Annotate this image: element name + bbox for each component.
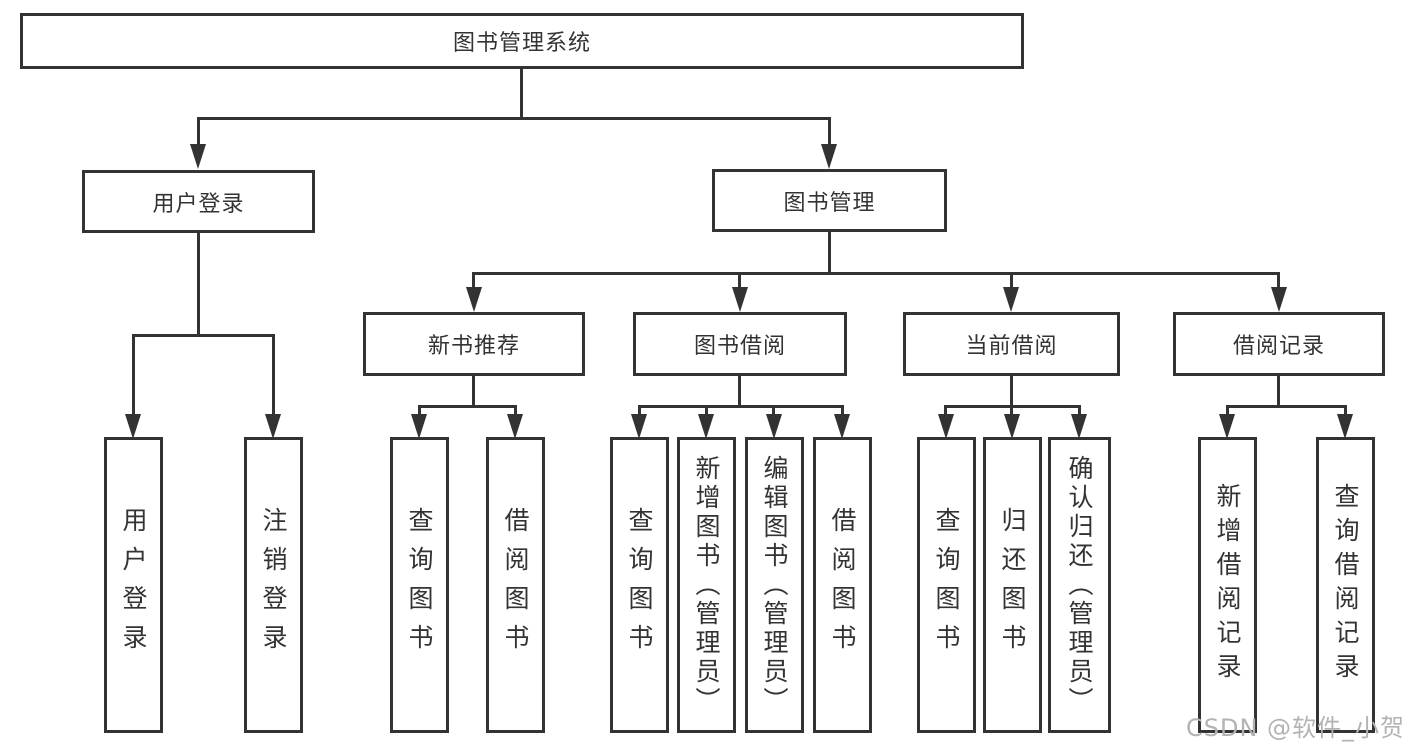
arrow-down-icon	[1003, 287, 1019, 312]
connector-line	[197, 117, 830, 120]
connector-line	[1227, 405, 1347, 408]
leaf-current-return: 归还图书	[983, 437, 1042, 733]
leaf-borrow-add: 新增图书（管理员）	[677, 437, 736, 733]
leaf-label: 新增借阅记录	[1213, 483, 1242, 687]
arrow-down-icon	[938, 414, 954, 439]
leaf-label: 新增图书（管理员）	[692, 454, 721, 716]
connector-line	[738, 272, 741, 290]
arrow-down-icon	[698, 414, 714, 439]
arrow-down-icon	[466, 287, 482, 312]
leaf-label: 归还图书	[998, 507, 1027, 663]
node-new-book-rec: 新书推荐	[363, 312, 585, 376]
node-book-mgmt-label: 图书管理	[783, 190, 876, 216]
leaf-label: 查询借阅记录	[1331, 483, 1360, 687]
connector-line	[772, 405, 775, 416]
leaf-borrow-query: 查询图书	[610, 437, 669, 733]
connector-line	[418, 405, 421, 416]
leaf-records-query: 查询借阅记录	[1316, 437, 1375, 733]
leaf-borrow-borrow: 借阅图书	[813, 437, 872, 733]
node-borrow-records: 借阅记录	[1173, 312, 1385, 376]
leaf-newbook-query: 查询图书	[390, 437, 449, 733]
connector-line	[1344, 405, 1347, 416]
connector-line	[946, 405, 1080, 408]
leaf-user-login: 用户登录	[104, 437, 163, 733]
leaf-label: 注销登录	[259, 507, 288, 663]
leaf-label: 查询图书	[625, 507, 654, 663]
leaf-records-add: 新增借阅记录	[1198, 437, 1257, 733]
connector-line	[197, 233, 200, 336]
connector-line	[1010, 376, 1013, 408]
connector-line	[197, 117, 200, 147]
connector-line	[472, 272, 475, 290]
connector-line	[1277, 376, 1280, 408]
leaf-newbook-borrow: 借阅图书	[486, 437, 545, 733]
leaf-label: 查询图书	[932, 507, 961, 663]
arrow-down-icon	[125, 414, 141, 439]
leaf-current-confirm: 确认归还（管理员）	[1048, 437, 1111, 733]
node-root-label: 图书管理系统	[452, 31, 591, 56]
node-book-mgmt: 图书管理	[712, 169, 947, 232]
node-root: 图书管理系统	[20, 13, 1024, 69]
leaf-logout: 注销登录	[244, 437, 303, 733]
connector-line	[1226, 405, 1229, 416]
connector-line	[828, 232, 831, 274]
connector-line	[828, 117, 831, 147]
leaf-current-query: 查询图书	[917, 437, 976, 733]
connector-line	[1078, 405, 1081, 416]
leaf-label: 编辑图书（管理员）	[760, 454, 789, 716]
arrow-down-icon	[411, 414, 427, 439]
node-book-borrow: 图书借阅	[633, 312, 847, 376]
arrow-down-icon	[190, 144, 206, 169]
arrow-down-icon	[507, 414, 523, 439]
node-book-borrow-label: 图书借阅	[693, 334, 786, 359]
connector-line	[132, 334, 274, 337]
arrow-down-icon	[834, 414, 850, 439]
connector-line	[514, 405, 517, 416]
node-new-book-rec-label: 新书推荐	[427, 334, 520, 359]
leaf-label: 确认归还（管理员）	[1065, 454, 1094, 716]
leaf-label: 查询图书	[405, 507, 434, 663]
connector-line	[474, 272, 1279, 275]
arrow-down-icon	[732, 287, 748, 312]
arrow-down-icon	[1071, 414, 1087, 439]
arrow-down-icon	[1337, 414, 1353, 439]
connector-line	[419, 405, 516, 408]
arrow-down-icon	[821, 144, 837, 169]
connector-line	[705, 405, 708, 416]
connector-line	[472, 376, 475, 408]
connector-line	[132, 334, 135, 417]
node-user-login: 用户登录	[82, 170, 315, 233]
arrow-down-icon	[766, 414, 782, 439]
connector-line	[1010, 405, 1013, 416]
connector-line	[272, 334, 275, 417]
arrow-down-icon	[1271, 287, 1287, 312]
arrow-down-icon	[265, 414, 281, 439]
node-current-borrow: 当前借阅	[903, 312, 1120, 376]
connector-line	[638, 405, 641, 416]
connector-line	[1010, 272, 1013, 290]
connector-line	[639, 405, 843, 408]
connector-line	[738, 376, 741, 408]
leaf-label: 用户登录	[119, 507, 148, 663]
connector-line	[944, 405, 947, 416]
node-current-borrow-label: 当前借阅	[965, 334, 1058, 359]
leaf-borrow-edit: 编辑图书（管理员）	[745, 437, 804, 733]
arrow-down-icon	[631, 414, 647, 439]
connector-line	[841, 405, 844, 416]
connector-line	[1277, 272, 1280, 290]
node-user-login-label: 用户登录	[152, 191, 245, 217]
node-borrow-records-label: 借阅记录	[1232, 334, 1325, 359]
arrow-down-icon	[1219, 414, 1235, 439]
leaf-label: 借阅图书	[501, 507, 530, 663]
connector-line	[520, 69, 523, 119]
watermark: CSDN @软件_小贺同学	[1186, 714, 1405, 742]
arrow-down-icon	[1004, 414, 1020, 439]
leaf-label: 借阅图书	[828, 507, 857, 663]
